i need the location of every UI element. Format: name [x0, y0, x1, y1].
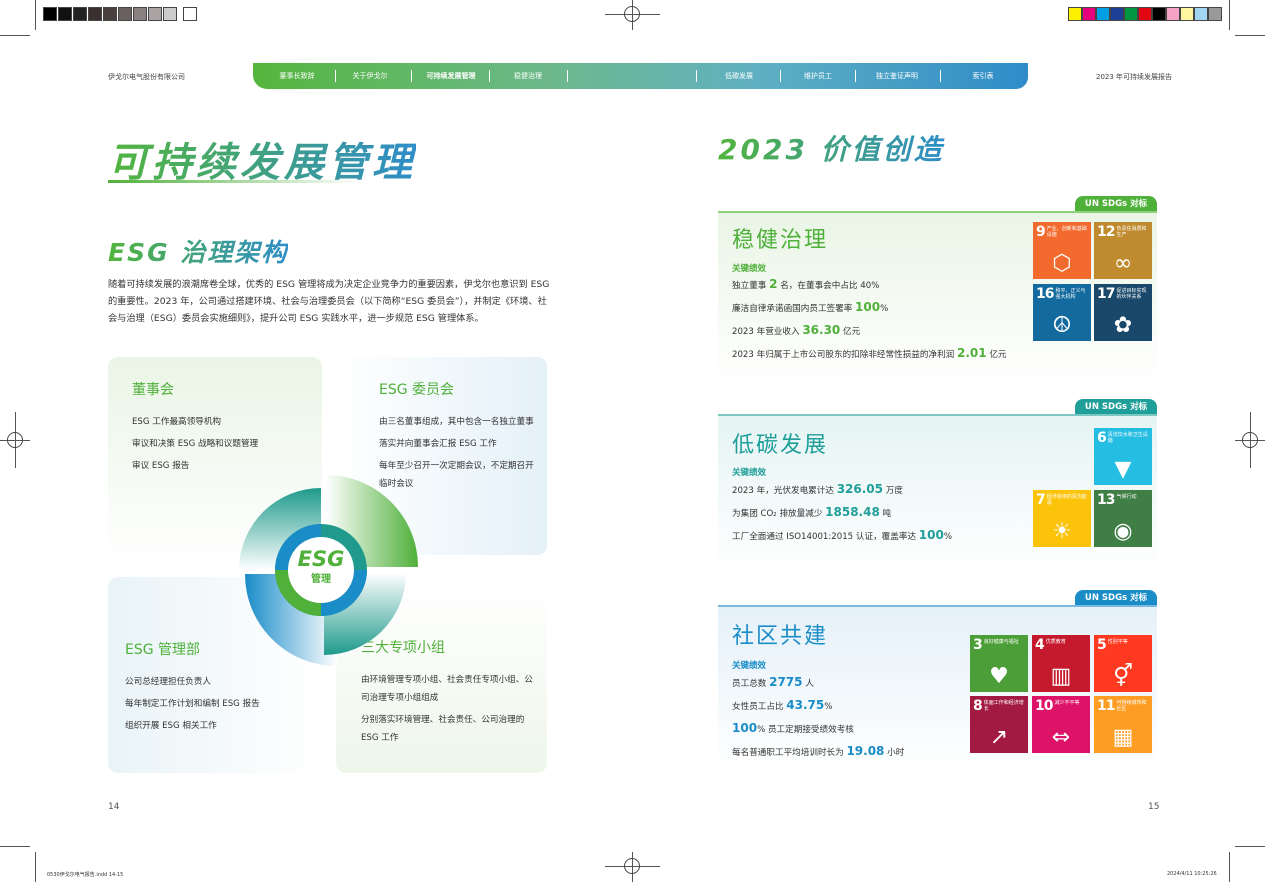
committee-item: 由三名董事组成，其中包含一名独立董事 — [379, 417, 534, 427]
metric-line: 每名普通职工平均培训时长为 19.08 小时 — [732, 744, 905, 758]
page-title: 可持续发展管理 — [108, 130, 416, 188]
task-groups-item: 分别落实环境管理、社会责任、公司治理的 ESG 工作 — [361, 715, 525, 743]
growth-chart-icon: ↗ — [989, 725, 1009, 750]
gender-equality-icon: ⚥ — [1113, 664, 1133, 689]
task-groups-title: 三大专项小组 — [361, 640, 445, 656]
metric-line: 员工总数 2775 人 — [732, 675, 814, 689]
center-esg-label: ESG — [297, 547, 345, 571]
low-carbon-section: 低碳发展 关键绩效 2023 年，光伏发电累计达 326.05 万度 为集团 C… — [718, 414, 1157, 575]
task-groups-item: 由环境管理专项小组、社会责任专项小组、公司治理专项小组组成 — [361, 675, 533, 703]
print-timestamp: 2024/4/11 10:25:26 — [1167, 871, 1217, 877]
city-buildings-icon: ▦ — [1112, 725, 1134, 750]
company-name: 伊戈尔电气股份有限公司 — [108, 73, 185, 81]
page-number-right: 15 — [1148, 802, 1160, 812]
metric-line: 为集团 CO₂ 排放量减少 1858.48 吨 — [732, 505, 892, 519]
intro-paragraph: 随着可持续发展的浪潮席卷全球，优秀的 ESG 管理将成为决定企业竞争力的重要因素… — [108, 279, 550, 324]
un-sdgs-tag: UN SDGs 对标 — [1075, 590, 1157, 606]
dove-icon: ☮ — [1052, 313, 1072, 338]
title-underline — [108, 180, 363, 183]
nav-low-carbon[interactable]: 低碳发展 — [725, 72, 753, 80]
key-performance-label: 关键绩效 — [732, 264, 767, 274]
heartbeat-icon: ♥ — [989, 664, 1009, 689]
management-dept-item: 组织开展 ESG 相关工作 — [125, 721, 217, 731]
nav-index[interactable]: 索引表 — [972, 72, 994, 80]
water-glass-icon: ▼ — [1114, 457, 1132, 482]
board-item: 审议和决策 ESG 战略和议题管理 — [132, 439, 259, 449]
nav-employees[interactable]: 维护员工 — [804, 72, 832, 80]
management-dept-item: 公司总经理担任负责人 — [125, 677, 211, 687]
rings-icon: ✿ — [1113, 313, 1133, 338]
governance-section: 稳健治理 关键绩效 独立董事 2 名，在董事会中占比 40% 廉洁自律承诺函国内… — [718, 211, 1157, 385]
board-item: 审议 ESG 报告 — [132, 461, 190, 471]
low-carbon-title: 低碳发展 — [732, 433, 829, 458]
key-performance-label: 关键绩效 — [732, 661, 767, 671]
metric-line: 2023 年营业收入 36.30 亿元 — [732, 323, 861, 337]
management-dept-item: 每年制定工作计划和编制 ESG 报告 — [125, 699, 260, 709]
cubes-icon: ⬡ — [1052, 251, 1072, 276]
eye-earth-icon: ◉ — [1113, 519, 1133, 544]
metric-line: 2023 年归属于上市公司股东的扣除非经常性损益的净利润 2.01 亿元 — [732, 346, 1007, 360]
metric-line: 2023 年，光伏发电累计达 326.05 万度 — [732, 482, 903, 496]
committee-title: ESG 委员会 — [379, 382, 455, 398]
nav-sustainability-management[interactable]: 可持续发展管理 — [426, 72, 476, 80]
metric-line: 独立董事 2 名，在董事会中占比 40% — [732, 277, 880, 291]
community-title: 社区共建 — [732, 624, 829, 649]
print-file-name: 0530伊戈尔电气报告.indd 14-15 — [47, 872, 124, 878]
top-navigation: 董事长致辞 关于伊戈尔 可持续发展管理 稳健治理 低碳发展 维护员工 独立鉴证声… — [253, 63, 1028, 89]
nav-about[interactable]: 关于伊戈尔 — [352, 72, 388, 80]
section-title: ESG 治理架构 — [108, 233, 288, 269]
center-management-label: 管理 — [311, 574, 331, 585]
governance-title: 稳健治理 — [732, 228, 829, 253]
un-sdgs-tag: UN SDGs 对标 — [1075, 399, 1157, 415]
committee-item: 每年至少召开一次定期会议，不定期召开临时会议 — [379, 461, 534, 489]
un-sdgs-tag: UN SDGs 对标 — [1075, 196, 1157, 212]
nav-assurance[interactable]: 独立鉴证声明 — [876, 72, 918, 80]
key-performance-label: 关键绩效 — [732, 468, 767, 478]
committee-item: 落实并向董事会汇报 ESG 工作 — [379, 439, 497, 449]
metric-line: 廉洁自律承诺函国内员工签署率 100% — [732, 300, 889, 314]
metric-line: 女性员工占比 43.75% — [732, 698, 833, 712]
community-section: 社区共建 关键绩效 员工总数 2775 人 女性员工占比 43.75% 100%… — [718, 605, 1157, 773]
nav-governance[interactable]: 稳健治理 — [514, 72, 542, 80]
equality-arrows-icon: ⇔ — [1051, 725, 1071, 750]
metric-line: 100% 员工定期接受绩效考核 — [732, 721, 854, 735]
value-creation-title: 2023 价值创造 — [718, 128, 945, 168]
board-title: 董事会 — [132, 382, 174, 398]
management-dept-title: ESG 管理部 — [125, 642, 201, 658]
board-item: ESG 工作最高领导机构 — [132, 417, 222, 427]
infinity-icon: ∞ — [1113, 251, 1133, 276]
book-icon: ▥ — [1050, 664, 1072, 689]
esg-structure-diagram — [239, 475, 418, 666]
page-number-left: 14 — [108, 802, 120, 812]
nav-chairman-message[interactable]: 董事长致辞 — [279, 72, 315, 80]
metric-line: 工厂全面通过 ISO14001:2015 认证，覆盖率达 100% — [732, 528, 953, 542]
report-title: 2023 年可持续发展报告 — [1096, 73, 1173, 81]
sun-power-icon: ☀ — [1052, 519, 1072, 544]
